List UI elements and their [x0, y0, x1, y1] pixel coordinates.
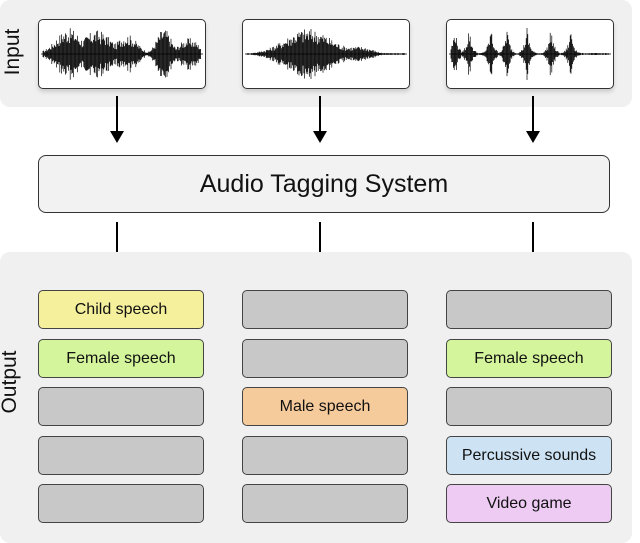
tag-empty [242, 290, 408, 329]
tag-male-speech: Male speech [242, 387, 408, 426]
tag-female-speech: Female speech [446, 339, 612, 378]
audio-tagging-system: Audio Tagging System [38, 155, 610, 213]
tag-empty [38, 436, 204, 475]
tag-empty [242, 339, 408, 378]
tag-empty [38, 484, 204, 523]
arrow-down-icon [110, 96, 124, 143]
tag-empty [242, 484, 408, 523]
output-label: Output [0, 350, 21, 414]
tag-video-game: Video game [446, 484, 612, 523]
tag-child-speech: Child speech [38, 290, 204, 329]
waveform-icon [245, 29, 407, 79]
arrow-down-icon [313, 96, 327, 143]
audio-clip-3 [446, 19, 614, 89]
tag-empty [446, 387, 612, 426]
tag-empty [38, 387, 204, 426]
tag-empty [242, 436, 408, 475]
input-label: Input [1, 28, 24, 76]
tag-empty [446, 290, 612, 329]
waveform-icon [41, 28, 203, 80]
tag-percussive-sounds: Percussive sounds [446, 436, 612, 475]
waveform-icon [449, 28, 611, 80]
audio-clip-2 [242, 19, 410, 89]
arrow-down-icon [526, 96, 540, 143]
audio-clip-1 [38, 19, 206, 89]
tag-female-speech: Female speech [38, 339, 204, 378]
